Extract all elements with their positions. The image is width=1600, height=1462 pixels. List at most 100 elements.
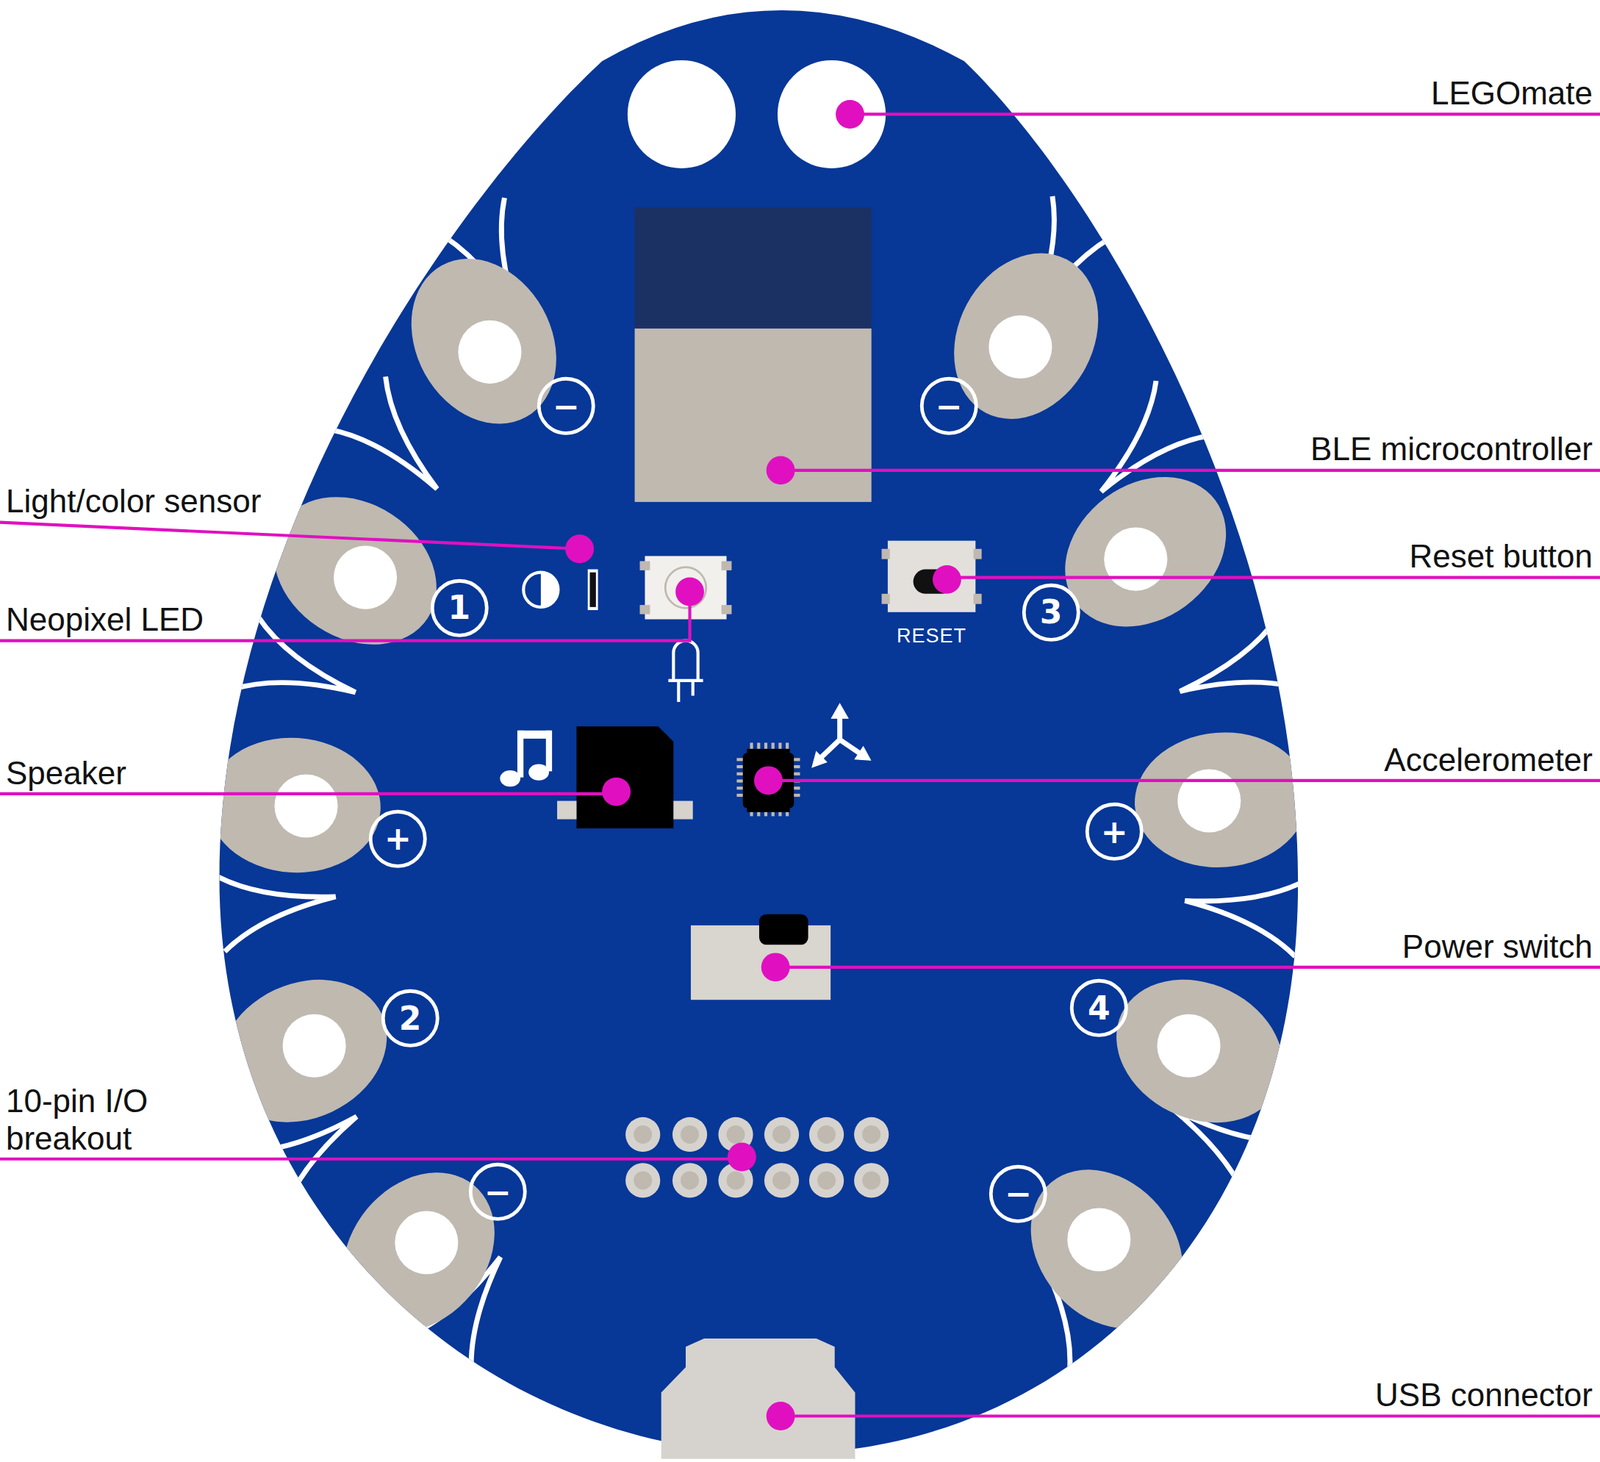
leader-line [946,576,1600,580]
leader-line [850,112,1600,116]
pin-number-circle: − [468,1161,528,1222]
pin-number: − [1004,1177,1032,1210]
leader-line [0,1157,742,1161]
callout-dot [754,765,783,795]
header-pin [817,1125,836,1144]
pin-number-circle: 3 [1021,582,1082,643]
power-knob [759,914,809,946]
board-outline [219,10,1299,1454]
callout-dot [675,577,705,607]
pin-number: 3 [1039,596,1063,629]
pin-number: + [1100,815,1129,849]
light-icon [540,572,559,608]
leader-line [775,965,1600,969]
pin-number: 1 [447,591,471,624]
leader-line [0,522,580,550]
edge-mark [328,376,437,489]
header-pin [854,1117,889,1152]
sew-pad [196,953,411,1149]
header-pin [764,1162,799,1198]
pad-hole [282,1014,347,1078]
neopixel-led [644,555,727,619]
leader-line [0,792,617,796]
edge-mark [1100,380,1212,492]
edge-mark [213,874,336,952]
speaker-pad [557,801,577,820]
header-pin [633,1170,652,1190]
circle-outline [539,379,594,434]
header-pin [672,1162,708,1198]
edge-mark [1172,1108,1292,1206]
pad-hole [394,1211,458,1275]
pin-number-circle: − [988,1164,1049,1224]
header-pin [672,1117,708,1152]
speaker [576,726,674,829]
pad-hole [457,320,522,384]
ble-antenna [635,207,872,330]
sew-pad [245,466,465,675]
edge-mark [238,1116,357,1215]
reset-pad [973,593,982,605]
pin-number: − [552,390,580,423]
header-pin [764,1117,799,1152]
light-sensor [587,569,599,611]
circle-outline [370,811,425,866]
header-pin [680,1125,699,1144]
axis-icon [812,704,871,768]
header-pin [625,1162,660,1198]
circle-outline [1023,585,1079,640]
callout-label: 10-pin I/O breakout [5,1082,249,1157]
ble-module [635,328,872,502]
header-pin [680,1170,699,1190]
pin-number: 2 [399,1002,422,1035]
speaker-pad [673,801,693,820]
callout-dot [835,99,865,129]
header-pin [862,1170,881,1190]
pad-hole [274,773,338,838]
callout-label: Light/color sensor [5,482,261,521]
leader-line [0,591,691,641]
callout-label: LEGOmate [1430,74,1593,113]
pin-number: − [935,390,963,423]
header-pin [809,1162,844,1198]
neopixel-pad [640,604,651,614]
callout-label: Speaker [5,754,127,793]
circle-outline [1071,981,1126,1036]
lego-hole [627,60,736,169]
light-icon [523,572,558,608]
sew-pad [1129,726,1314,874]
circle-outline [921,379,977,434]
header-pin [726,1170,746,1190]
pin-number: 4 [1087,992,1111,1025]
neopixel-pad [721,604,733,614]
header-pin [726,1125,746,1144]
neopixel-pad [721,560,733,570]
callout-label: USB connector [1375,1376,1593,1415]
pad-hole [1067,1207,1131,1271]
pin-number-circle: 1 [429,578,490,638]
light-sensor [589,572,596,608]
callout-dot [761,952,791,982]
pin-number-circle: − [536,376,597,436]
header-pin [625,1117,660,1152]
led-icon [668,640,703,702]
pin-number-circle: + [1084,801,1145,862]
sew-pad [1092,952,1307,1150]
edge-mark [1184,879,1307,957]
callout-label: Reset button [1409,537,1594,576]
pin-number: − [484,1175,512,1209]
callout-dot [766,455,796,485]
edge-mark [1179,615,1304,691]
header-pin [862,1125,881,1144]
circle-outline [470,1164,525,1220]
pad-hole [333,546,397,610]
callout-dot [766,1401,796,1431]
leader-line [780,1414,1600,1417]
leader-line [780,468,1600,472]
usb-connector [661,1338,856,1459]
reset-pad [881,593,891,605]
header-pin [633,1125,652,1144]
reset-pad [881,549,891,560]
